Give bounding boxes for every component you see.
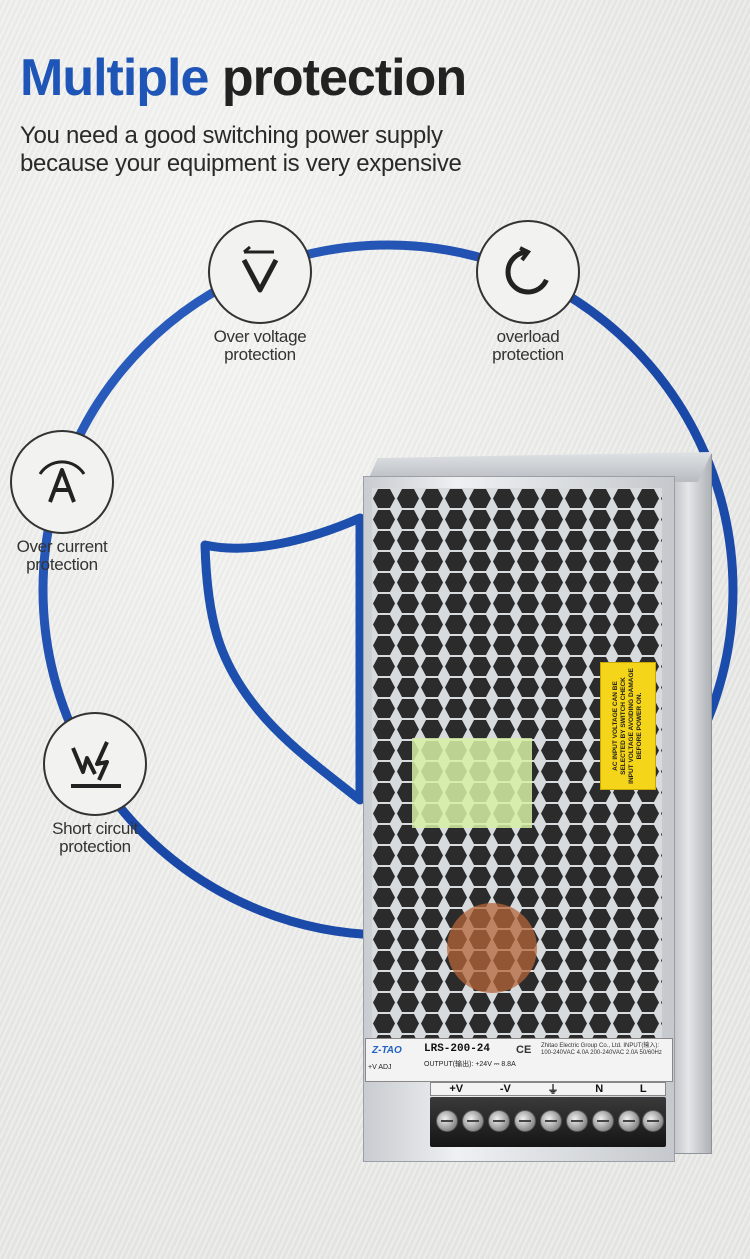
model-number: LRS-200-24 (424, 1043, 491, 1055)
terminal-screw (592, 1110, 614, 1132)
feature-label-line1: overload (496, 327, 560, 346)
page-title: Multiple protection (20, 49, 467, 107)
adj-label: +V ADJ (368, 1064, 392, 1071)
brand-logo: Z-TAO (372, 1045, 402, 1056)
terminal-block (430, 1097, 666, 1147)
terminal-screw (540, 1110, 562, 1132)
overload-icon (476, 220, 580, 324)
feature-label-line1: Short circuit (52, 819, 138, 838)
subtitle-line-2: because your equipment is very expensive (20, 150, 462, 177)
terminal-label: L (639, 1083, 647, 1095)
feature-label-line1: Over current (16, 537, 108, 556)
terminal-screw (618, 1110, 640, 1132)
feature-over-voltage: Over voltage protection (198, 220, 322, 364)
terminal-screw (566, 1110, 588, 1132)
ce-mark: CE (516, 1044, 532, 1056)
feature-label-line2: protection (224, 344, 296, 364)
psu-side-panel (672, 454, 712, 1154)
title-rest: protection (221, 49, 467, 107)
feature-label-line2: protection (59, 836, 131, 856)
over-voltage-icon (208, 220, 312, 324)
feature-label-line2: protection (492, 344, 564, 364)
feature-label-line2: protection (26, 554, 98, 574)
short-circuit-icon (43, 712, 147, 816)
terminal-label: ⏚ (547, 1084, 559, 1096)
terminal-screw (514, 1110, 536, 1132)
feature-short-circuit: Short circuit protection (34, 712, 156, 856)
feature-label-line1: Over voltage (213, 327, 307, 346)
shield-shape (200, 513, 365, 805)
terminal-label: -V (499, 1083, 511, 1095)
subtitle-line-1: You need a good switching power supply (20, 122, 443, 149)
title-highlight: Multiple (20, 49, 209, 107)
feature-overload: overload protection (466, 220, 590, 364)
warning-text: AC INPUT VOLTAGE CAN BE SELECTED BY SWIT… (611, 668, 644, 784)
product-label: Z-TAO LRS-200-24 OUTPUT(输出): +24V ⎓ 8.8A… (365, 1038, 673, 1082)
terminal-screw (462, 1110, 484, 1132)
voltage-warning-label: AC INPUT VOLTAGE CAN BE SELECTED BY SWIT… (600, 662, 656, 790)
terminal-label: +V (449, 1083, 464, 1095)
power-supply-image: AC INPUT VOLTAGE CAN BE SELECTED BY SWIT… (360, 452, 715, 1162)
terminal-screw (642, 1110, 664, 1132)
terminal-labels: +V -V ⏚ N L (430, 1082, 666, 1096)
terminal-label: N (595, 1083, 604, 1095)
over-current-icon (10, 430, 114, 534)
terminal-screw (436, 1110, 458, 1132)
output-rating: OUTPUT(输出): +24V ⎓ 8.8A (424, 1061, 516, 1068)
terminal-screw (488, 1110, 510, 1132)
feature-over-current: Over current protection (2, 430, 122, 574)
input-rating: Zhitao Electric Group Co., Ltd. INPUT(输入… (541, 1043, 662, 1057)
